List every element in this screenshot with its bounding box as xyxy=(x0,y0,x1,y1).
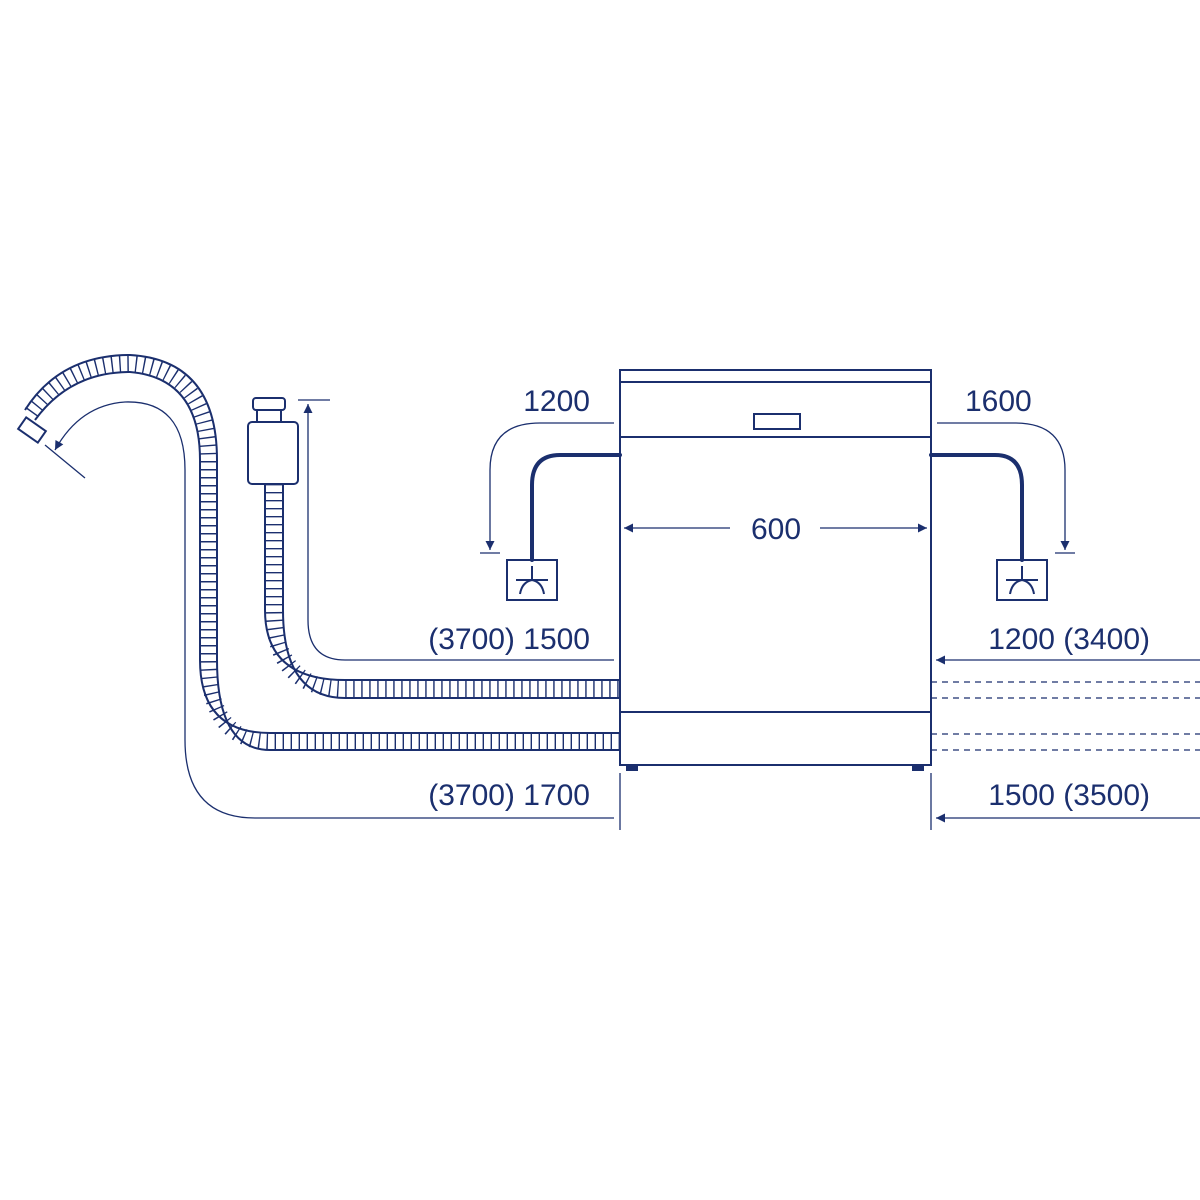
inlet-right-dimension: 1200 (3400) xyxy=(936,623,1200,665)
socket-left-icon xyxy=(516,566,548,595)
tap-connector xyxy=(252,397,286,411)
inlet-left-label: (3700) 1500 xyxy=(428,623,590,656)
drain-hose-inner xyxy=(24,353,620,751)
drain-left-dimension: (3700) 1700 xyxy=(44,401,614,819)
power-cable-left-wire xyxy=(530,453,622,562)
drain-right-label: 1500 (3500) xyxy=(988,779,1150,812)
inlet-hose-outer xyxy=(264,484,620,681)
foot-left xyxy=(626,765,638,771)
dishwasher-appliance xyxy=(619,369,932,771)
inlet-hose-inner xyxy=(282,484,620,699)
control-display xyxy=(753,413,801,430)
right-hose-routing xyxy=(931,681,1200,751)
power-cable-left: 1200 xyxy=(480,385,622,601)
drain-left-dim-arrow xyxy=(54,401,614,819)
drain-hose-outer xyxy=(34,370,620,734)
power-right-label: 1600 xyxy=(965,385,1032,418)
inlet-right-label: 1200 (3400) xyxy=(988,623,1150,656)
socket-left xyxy=(506,559,558,601)
inlet-hose xyxy=(247,397,620,699)
drain-left-dim-tick xyxy=(44,444,86,479)
inlet-left-dim-arrow xyxy=(303,404,614,661)
aquastop-neck xyxy=(256,409,282,423)
dishwasher-outline xyxy=(619,369,932,766)
inlet-hose-ribs xyxy=(265,484,620,698)
power-left-label: 1200 xyxy=(523,385,590,418)
width-label: 600 xyxy=(751,513,801,546)
drain-hose xyxy=(16,353,620,751)
socket-right xyxy=(996,559,1048,601)
power-left-dim-arrow xyxy=(485,422,614,550)
inlet-left-dimension: (3700) 1500 xyxy=(298,399,614,661)
drain-right-dimension: 1500 (3500) xyxy=(936,779,1200,823)
width-dimension: 600 xyxy=(624,513,927,546)
foot-right xyxy=(912,765,924,771)
socket-right-icon xyxy=(1006,566,1038,595)
aquastop-valve xyxy=(247,421,299,485)
drain-left-label: (3700) 1700 xyxy=(428,779,590,812)
drain-hose-nozzle xyxy=(16,415,48,445)
power-cable-right-wire xyxy=(929,453,1024,562)
power-right-dim-arrow xyxy=(937,422,1070,550)
power-cable-right: 1600 xyxy=(929,385,1075,601)
